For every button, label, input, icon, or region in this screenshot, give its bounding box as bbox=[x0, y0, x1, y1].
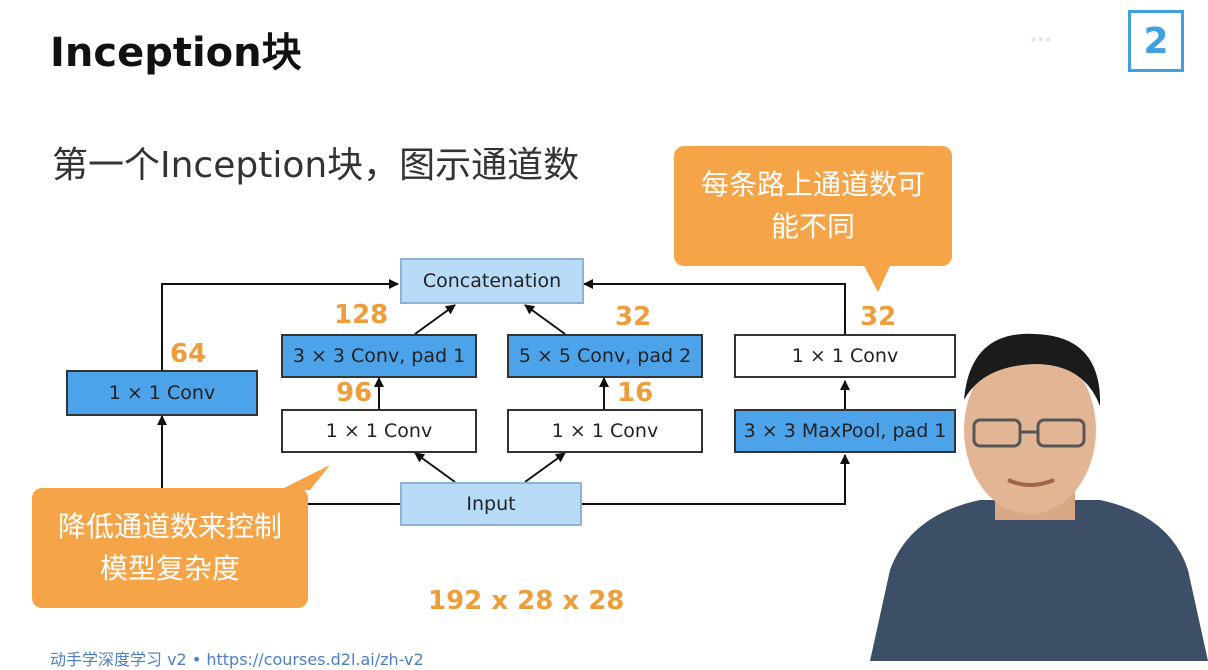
slide-footer: 动手学深度学习 v2 • https://courses.d2l.ai/zh-v… bbox=[50, 650, 424, 669]
arrow-path4-to-concat bbox=[583, 279, 846, 334]
path3-5x5-conv-box: 5 × 5 Conv, pad 2 bbox=[507, 334, 703, 378]
input-shape: 192 x 28 x 28 bbox=[428, 586, 625, 616]
presenter-shirt bbox=[870, 500, 1208, 661]
presenter-mouth bbox=[1007, 478, 1055, 487]
arrow-input-to-path4 bbox=[582, 454, 850, 505]
arrow-input-to-path3 bbox=[524, 452, 566, 483]
path2-reduce-channels: 96 bbox=[336, 378, 373, 408]
presenter-video bbox=[870, 333, 1208, 661]
callout-bottom-line-2: 模型复杂度 bbox=[99, 552, 240, 585]
presenter-hair bbox=[964, 333, 1101, 406]
path1-channels: 64 bbox=[170, 339, 207, 369]
arrow-path2-to-concat bbox=[414, 304, 456, 335]
input-box: Input bbox=[400, 482, 582, 526]
arrow-path3-to-concat bbox=[524, 304, 566, 335]
top-callout-pointer bbox=[862, 262, 892, 292]
path2-1x1-conv-box: 1 × 1 Conv bbox=[281, 409, 477, 453]
callout-top-line-2: 能不同 bbox=[770, 210, 855, 243]
callout-bottom-left: 降低通道数来控制 模型复杂度 bbox=[32, 488, 308, 608]
slide-subtitle: 第一个Inception块，图示通道数 bbox=[52, 145, 580, 186]
path1-1x1-conv-box: 1 × 1 Conv bbox=[66, 370, 258, 416]
d2l-logo-text: 2 bbox=[1143, 20, 1169, 62]
callout-top-right: 每条路上通道数可 能不同 bbox=[674, 146, 952, 266]
path4-maxpool-box: 3 × 3 MaxPool, pad 1 bbox=[734, 409, 956, 453]
video-watermark: ⋯ bbox=[1030, 28, 1052, 53]
callout-bottom-line-1: 降低通道数来控制 bbox=[57, 510, 282, 543]
slide-title: Inception块 bbox=[50, 30, 302, 76]
bottom-callout-pointer bbox=[280, 465, 330, 490]
path2-out-channels: 128 bbox=[334, 300, 389, 330]
d2l-logo: 2 bbox=[1128, 10, 1184, 72]
arrow-path1-to-concat bbox=[161, 279, 399, 370]
path2-3x3-conv-box: 3 × 3 Conv, pad 1 bbox=[281, 334, 477, 378]
arrow-input-to-path2 bbox=[414, 452, 456, 483]
path4-out-channels: 32 bbox=[860, 302, 897, 332]
path3-out-channels: 32 bbox=[615, 302, 652, 332]
concatenation-box: Concatenation bbox=[400, 258, 584, 304]
callout-top-line-1: 每条路上通道数可 bbox=[700, 168, 925, 201]
presenter-face bbox=[964, 346, 1096, 514]
path4-1x1-conv-box: 1 × 1 Conv bbox=[734, 334, 956, 378]
path3-1x1-conv-box: 1 × 1 Conv bbox=[507, 409, 703, 453]
path3-reduce-channels: 16 bbox=[617, 378, 654, 408]
